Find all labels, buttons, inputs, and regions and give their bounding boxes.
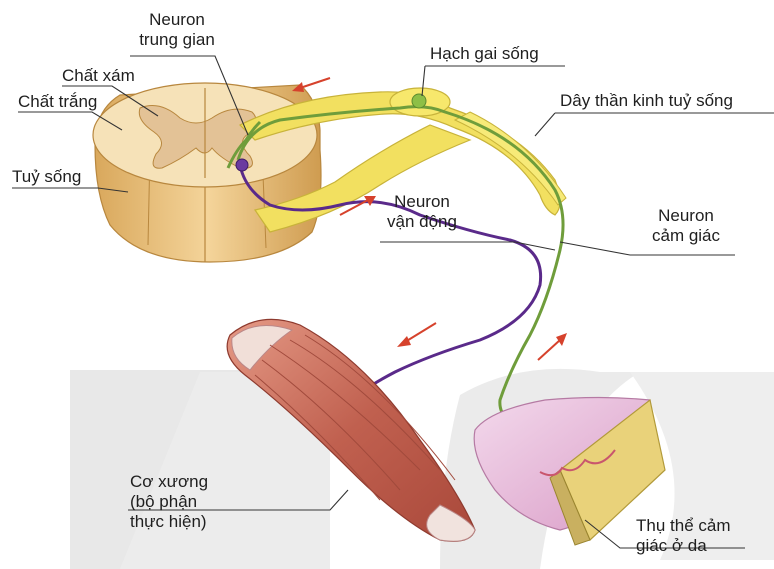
muscle-label: Cơ xương (bộ phận thực hiện) bbox=[130, 472, 208, 532]
spinal-cord-label: Tuỷ sống bbox=[12, 167, 81, 187]
motor-cell-body bbox=[236, 159, 248, 171]
motor-neuron-label-line1: Neuron bbox=[378, 192, 466, 212]
white-matter-label: Chất trắng bbox=[18, 92, 97, 112]
grey-matter-label: Chất xám bbox=[62, 66, 135, 86]
receptor-label-line1: Thụ thể cảm bbox=[636, 516, 731, 536]
sensory-neuron-label: Neuron cảm giác bbox=[640, 206, 732, 246]
ganglion-cell-body bbox=[412, 94, 426, 108]
interneuron-label: Neuron trung gian bbox=[127, 10, 227, 50]
receptor-label-line2: giác ở da bbox=[636, 536, 731, 556]
spinal-nerve-label: Dây thần kinh tuỷ sống bbox=[560, 91, 733, 111]
sensory-neuron-label-line1: Neuron bbox=[640, 206, 732, 226]
interneuron-label-line1: Neuron bbox=[127, 10, 227, 30]
interneuron-label-line2: trung gian bbox=[127, 30, 227, 50]
receptor-label: Thụ thể cảm giác ở da bbox=[636, 516, 731, 556]
ganglion-label: Hạch gai sống bbox=[430, 44, 539, 64]
sensory-neuron-label-line2: cảm giác bbox=[640, 226, 732, 246]
motor-neuron-label-line2: vận động bbox=[378, 212, 466, 232]
motor-neuron-label: Neuron vận động bbox=[378, 192, 466, 232]
muscle-label-line1: Cơ xương bbox=[130, 472, 208, 492]
muscle-label-line2: (bộ phận bbox=[130, 492, 208, 512]
muscle-label-line3: thực hiện) bbox=[130, 512, 208, 532]
